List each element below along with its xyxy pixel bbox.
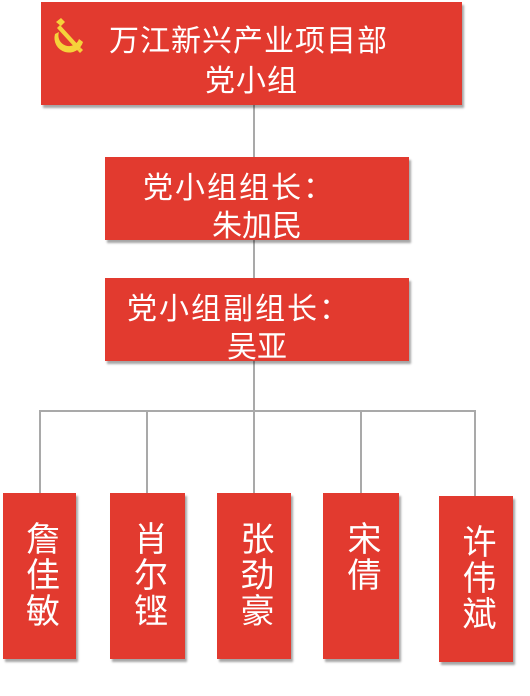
deputy-title: 党小组副组长： bbox=[127, 292, 351, 327]
connector-drop-5 bbox=[474, 410, 476, 496]
connector-drop-4 bbox=[360, 410, 362, 493]
leader-title: 党小组组长： bbox=[143, 171, 335, 206]
member-node: 张劲豪 bbox=[217, 493, 291, 659]
leader-node: 党小组组长： 朱加民 bbox=[105, 157, 409, 244]
leader-name: 朱加民 bbox=[212, 209, 302, 244]
connector-top-leader bbox=[253, 105, 255, 157]
member-node: 宋倩 bbox=[323, 493, 399, 659]
connector-deputy-bus bbox=[253, 361, 255, 412]
deputy-leader-node: 党小组副组长： 吴亚 bbox=[105, 278, 409, 365]
member-name: 肖尔铿 bbox=[127, 521, 168, 629]
member-name: 许伟斌 bbox=[456, 524, 496, 632]
hammer-sickle-icon bbox=[54, 18, 83, 53]
member-name: 张劲豪 bbox=[234, 521, 274, 629]
connector-leader-deputy bbox=[253, 240, 255, 278]
connector-drop-1 bbox=[39, 410, 41, 493]
connector-drop-2 bbox=[146, 410, 148, 493]
connector-drop-3 bbox=[253, 410, 255, 493]
party-group-title-line1: 万江新兴产业项目部 bbox=[109, 24, 388, 59]
member-node: 詹佳敏 bbox=[3, 493, 76, 659]
member-node: 肖尔铿 bbox=[110, 493, 185, 659]
deputy-name: 吴亚 bbox=[227, 330, 287, 365]
member-node: 许伟斌 bbox=[439, 496, 513, 662]
party-group-title-line2: 党小组 bbox=[205, 64, 298, 99]
member-name: 詹佳敏 bbox=[19, 521, 60, 629]
party-group-node: 万江新兴产业项目部 党小组 bbox=[41, 2, 462, 105]
member-name: 宋倩 bbox=[341, 521, 381, 593]
connector-bus bbox=[39, 410, 476, 412]
